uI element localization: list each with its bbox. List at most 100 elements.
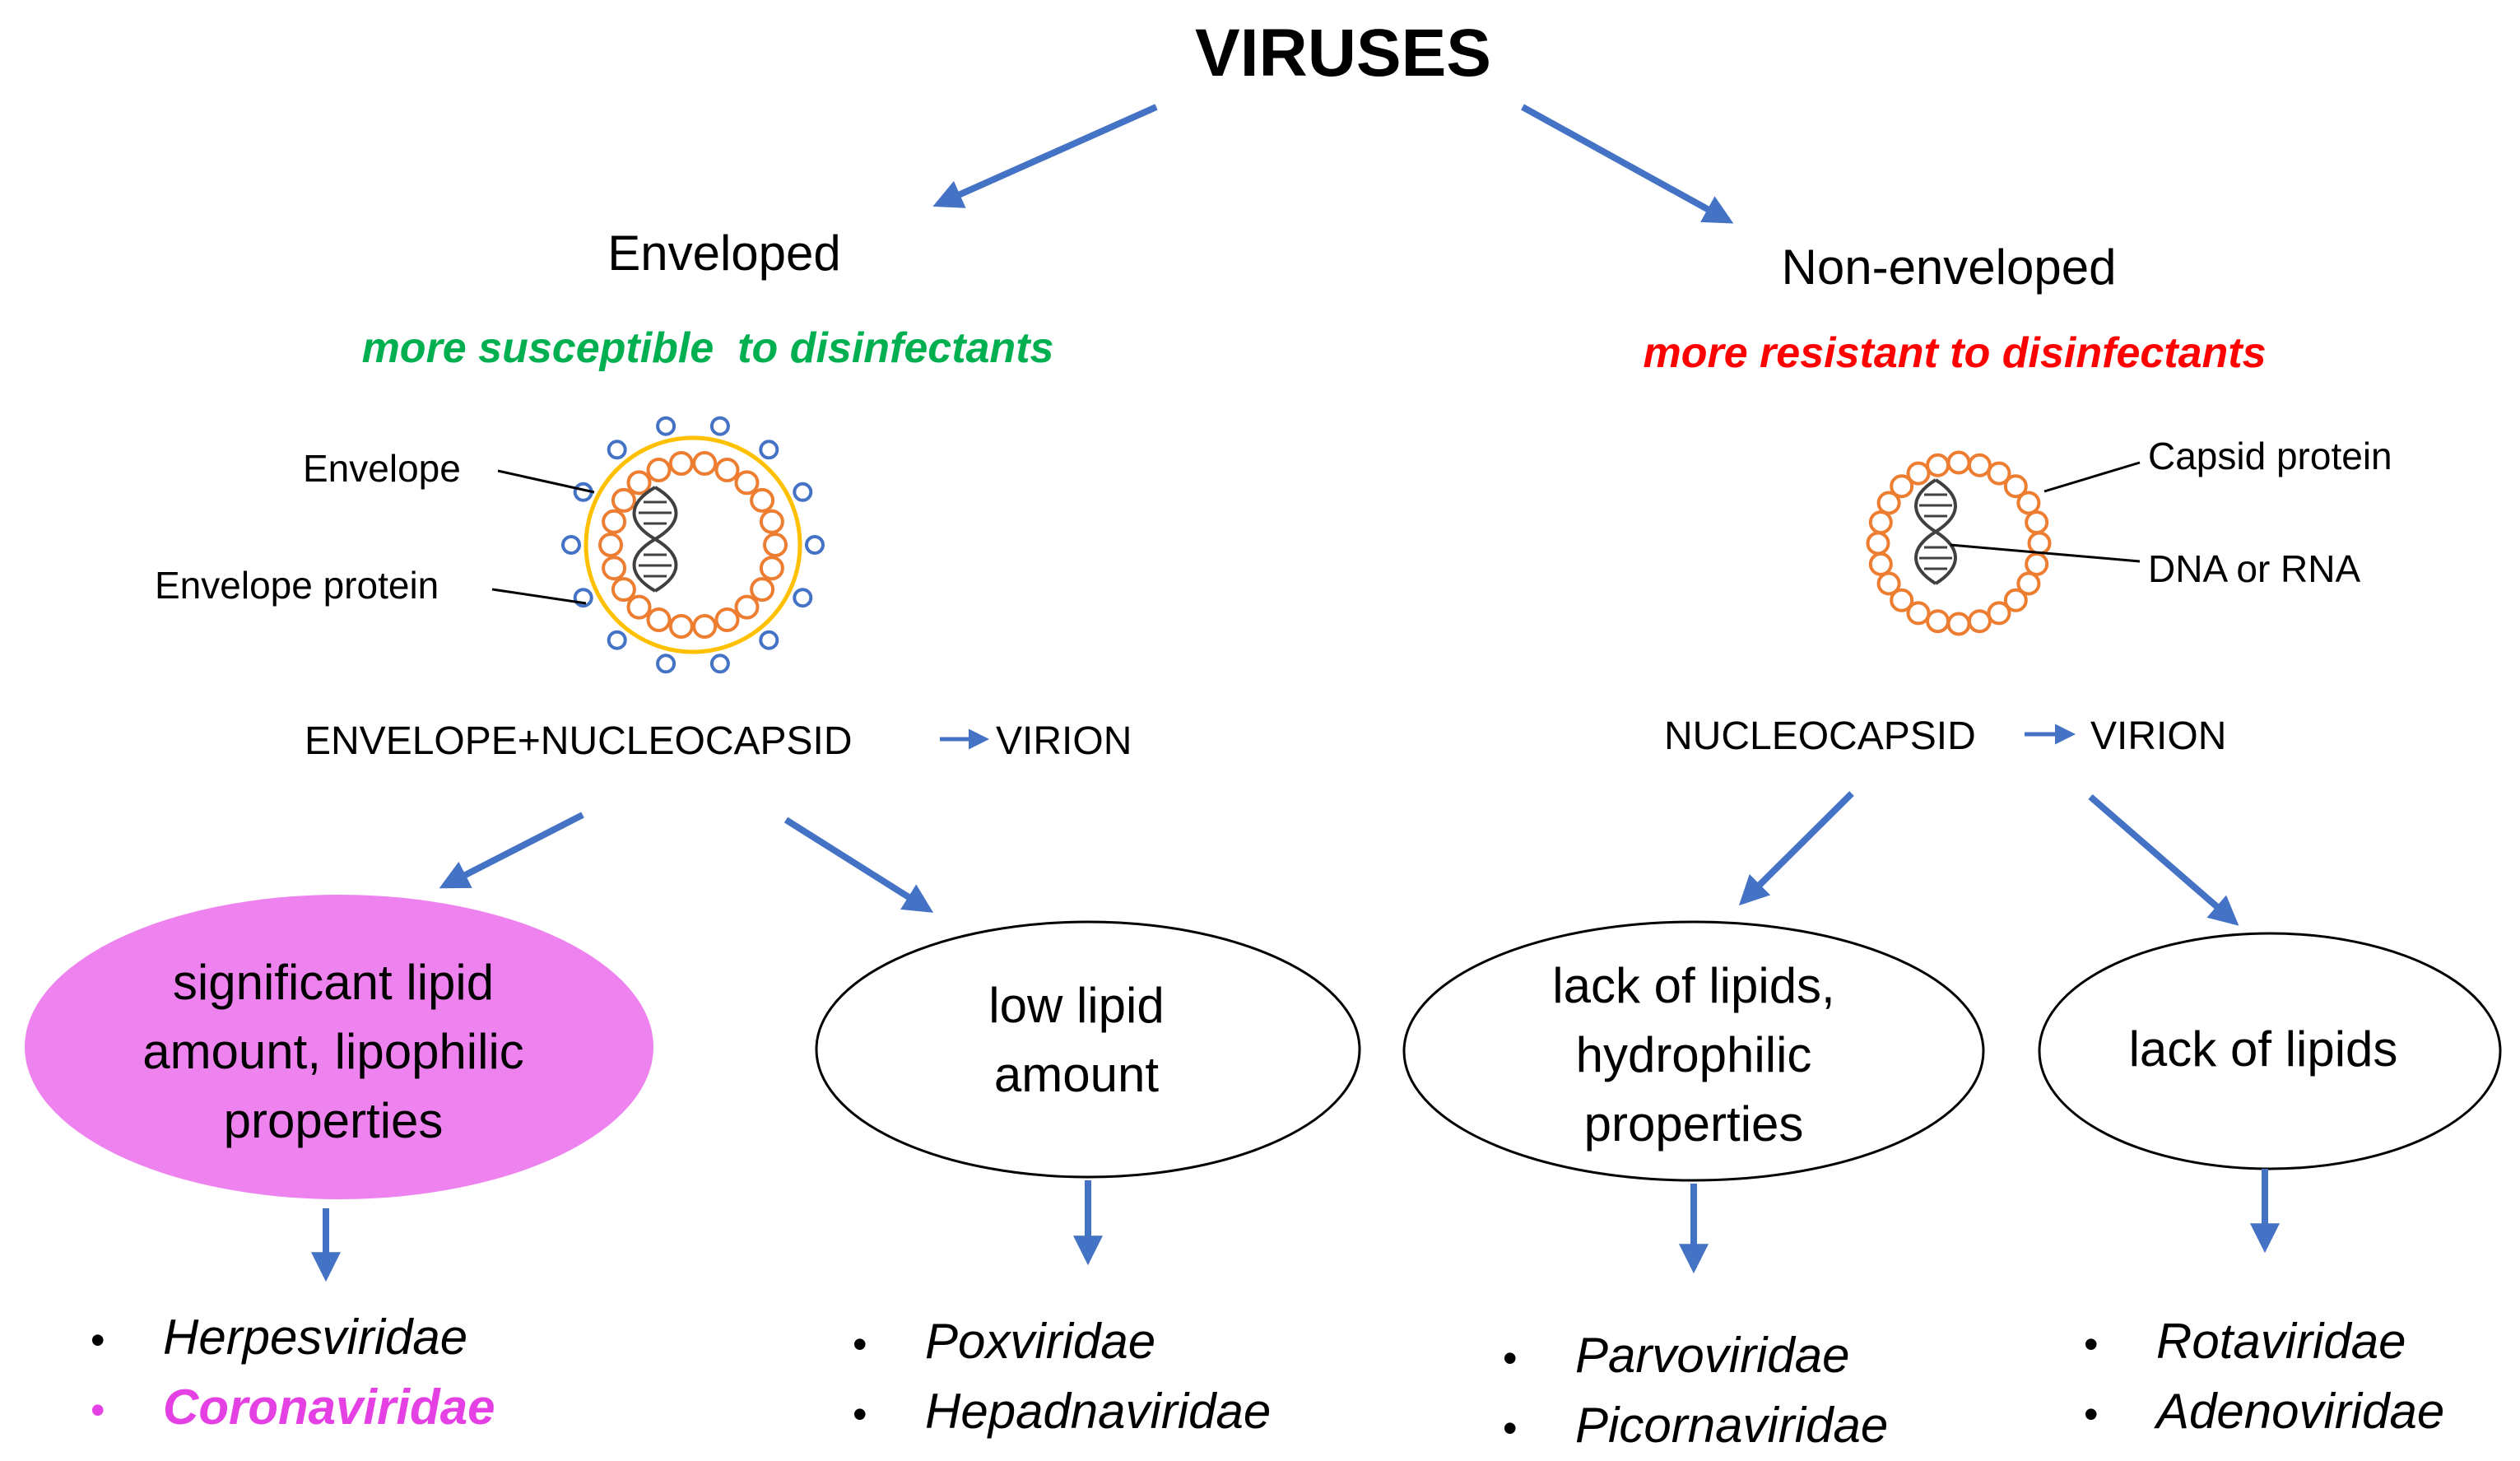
list-bullet: • bbox=[2084, 1391, 2099, 1437]
capsid-subunit bbox=[714, 458, 740, 482]
svg-text:properties: properties bbox=[1584, 1096, 1804, 1152]
arrow-to-low-lipid bbox=[783, 817, 934, 913]
capsid-subunit bbox=[1868, 551, 1893, 576]
arrow-to-lipophilic bbox=[439, 812, 584, 889]
capsid-subunit bbox=[668, 614, 694, 639]
list-item: Picornaviridae bbox=[1575, 1398, 1888, 1453]
capsid-subunit bbox=[759, 556, 784, 581]
capsid-pointer bbox=[2043, 461, 2141, 493]
envelope-protein-dot bbox=[561, 535, 581, 555]
enveloped-heading: Enveloped bbox=[607, 226, 841, 281]
envelope-protein-dot bbox=[709, 416, 730, 436]
envelope-protein-dot bbox=[793, 588, 813, 608]
capsid-subunit bbox=[1866, 531, 1890, 556]
capsid-subunit bbox=[2016, 571, 2041, 596]
enveloped-virion-illustration bbox=[561, 416, 825, 674]
list-item: Parvoviridae bbox=[1575, 1328, 1850, 1383]
capsid-subunit bbox=[1876, 571, 1901, 596]
dna-helix-icon bbox=[1914, 478, 1957, 585]
lack-of-lipids-oval bbox=[2038, 932, 2502, 1170]
svg-text:low lipid: low lipid bbox=[988, 978, 1164, 1033]
capsid-subunit bbox=[668, 451, 694, 476]
envelope-protein-dot bbox=[607, 440, 627, 460]
capsid-subunit bbox=[2003, 474, 2028, 499]
capsid-subunit bbox=[626, 594, 652, 620]
list-item: Rotaviridae bbox=[2156, 1314, 2406, 1369]
lack-of-lipids-family-list: • Rotaviridae • Adenoviridae bbox=[2084, 1314, 2444, 1439]
envelope-protein-dot bbox=[709, 654, 730, 674]
capsid-subunit bbox=[1876, 491, 1901, 515]
envelope-protein-dot bbox=[607, 630, 627, 650]
arrow-to-enveloped bbox=[932, 104, 1158, 208]
capsid-subunit bbox=[750, 577, 775, 603]
nucleic-pointer bbox=[1950, 543, 2141, 563]
svg-text:amount, lipophilic: amount, lipophilic bbox=[142, 1024, 524, 1079]
list-bullet: • bbox=[1503, 1335, 1518, 1381]
svg-text:hydrophilic: hydrophilic bbox=[1576, 1027, 1812, 1082]
list-item: Hepadnaviridae bbox=[925, 1384, 1271, 1439]
capsid-subunit bbox=[2003, 588, 2028, 612]
capsid-subunit bbox=[734, 594, 760, 620]
non-enveloped-virion-illustration bbox=[1866, 450, 2052, 636]
capsid-subunit bbox=[1906, 461, 1931, 486]
non-enveloped-heading: Non-enveloped bbox=[1782, 240, 2117, 295]
capsid-subunit bbox=[611, 577, 636, 603]
list-bullet: • bbox=[2084, 1321, 2099, 1367]
svg-text:lack of lipids,: lack of lipids, bbox=[1552, 958, 1834, 1013]
envelope-protein-dot bbox=[805, 535, 825, 555]
envelope-membrane bbox=[584, 435, 802, 654]
capsid-subunits bbox=[598, 451, 788, 639]
capsid-protein-label: Capsid protein bbox=[2148, 435, 2392, 477]
capsid-subunit bbox=[2025, 551, 2049, 576]
capsid-subunit bbox=[2027, 531, 2052, 556]
envelope-protein-dot bbox=[759, 440, 779, 460]
capsid-subunit bbox=[602, 509, 627, 534]
capsid-subunit bbox=[1906, 601, 1931, 626]
capsid-subunit bbox=[1890, 474, 1914, 499]
capsid-subunit bbox=[2025, 510, 2049, 535]
resistance-note: more resistant to disinfectants bbox=[1643, 329, 2266, 377]
arrow-to-lack-of-lipids bbox=[2088, 793, 2239, 926]
arrow-to-non-enveloped bbox=[1521, 104, 1734, 224]
list-item: Adenoviridae bbox=[2154, 1384, 2444, 1439]
capsid-subunit bbox=[646, 458, 672, 482]
page-title: VIRUSES bbox=[1195, 16, 1491, 91]
capsid-subunit bbox=[1946, 450, 1971, 475]
enveloped-formula-left: ENVELOPE+NUCLEOCAPSID bbox=[305, 719, 853, 763]
capsid-subunit bbox=[1946, 612, 1971, 636]
capsid-subunit bbox=[1987, 461, 2011, 486]
capsid-subunit bbox=[1926, 609, 1950, 634]
capsid-subunit bbox=[1987, 601, 2011, 626]
svg-text:amount: amount bbox=[994, 1047, 1159, 1102]
capsid-subunit bbox=[598, 533, 623, 557]
capsid-subunit bbox=[714, 607, 740, 632]
capsid-subunit bbox=[1868, 510, 1893, 535]
capsid-subunit bbox=[646, 607, 672, 632]
hydrophilic-oval bbox=[1402, 920, 1985, 1182]
hydrophilic-oval-text: lack of lipids, hydrophilic properties bbox=[1552, 958, 1834, 1152]
capsid-subunit bbox=[763, 533, 788, 557]
capsid-subunit bbox=[2016, 491, 2041, 515]
lipophilic-oval bbox=[25, 895, 653, 1199]
list-bullet: • bbox=[853, 1391, 867, 1437]
capsid-subunit bbox=[1967, 609, 1992, 634]
list-bullet: • bbox=[853, 1321, 867, 1367]
list-bullet: • bbox=[91, 1317, 105, 1363]
nucleic-acid-label: DNA or RNA bbox=[2148, 547, 2360, 590]
capsid-subunit bbox=[602, 556, 627, 581]
envelope-protein-dot bbox=[759, 630, 779, 650]
envelope-label: Envelope bbox=[303, 447, 461, 490]
capsid-subunit bbox=[1890, 588, 1914, 612]
capsid-subunit bbox=[692, 614, 718, 639]
envelope-protein-dot bbox=[656, 416, 676, 436]
lack-of-lipids-oval-text: lack of lipids bbox=[2129, 1021, 2398, 1077]
list-item: Herpesviridae bbox=[163, 1310, 467, 1365]
list-item: Poxviridae bbox=[925, 1314, 1155, 1369]
capsid-subunits bbox=[1866, 450, 2052, 636]
lipophilic-oval-text: significant lipid amount, lipophilic pro… bbox=[142, 955, 524, 1148]
envelope-pointer bbox=[497, 469, 595, 494]
low-lipid-oval-text: low lipid amount bbox=[988, 978, 1164, 1102]
capsid-subunit bbox=[759, 509, 784, 534]
